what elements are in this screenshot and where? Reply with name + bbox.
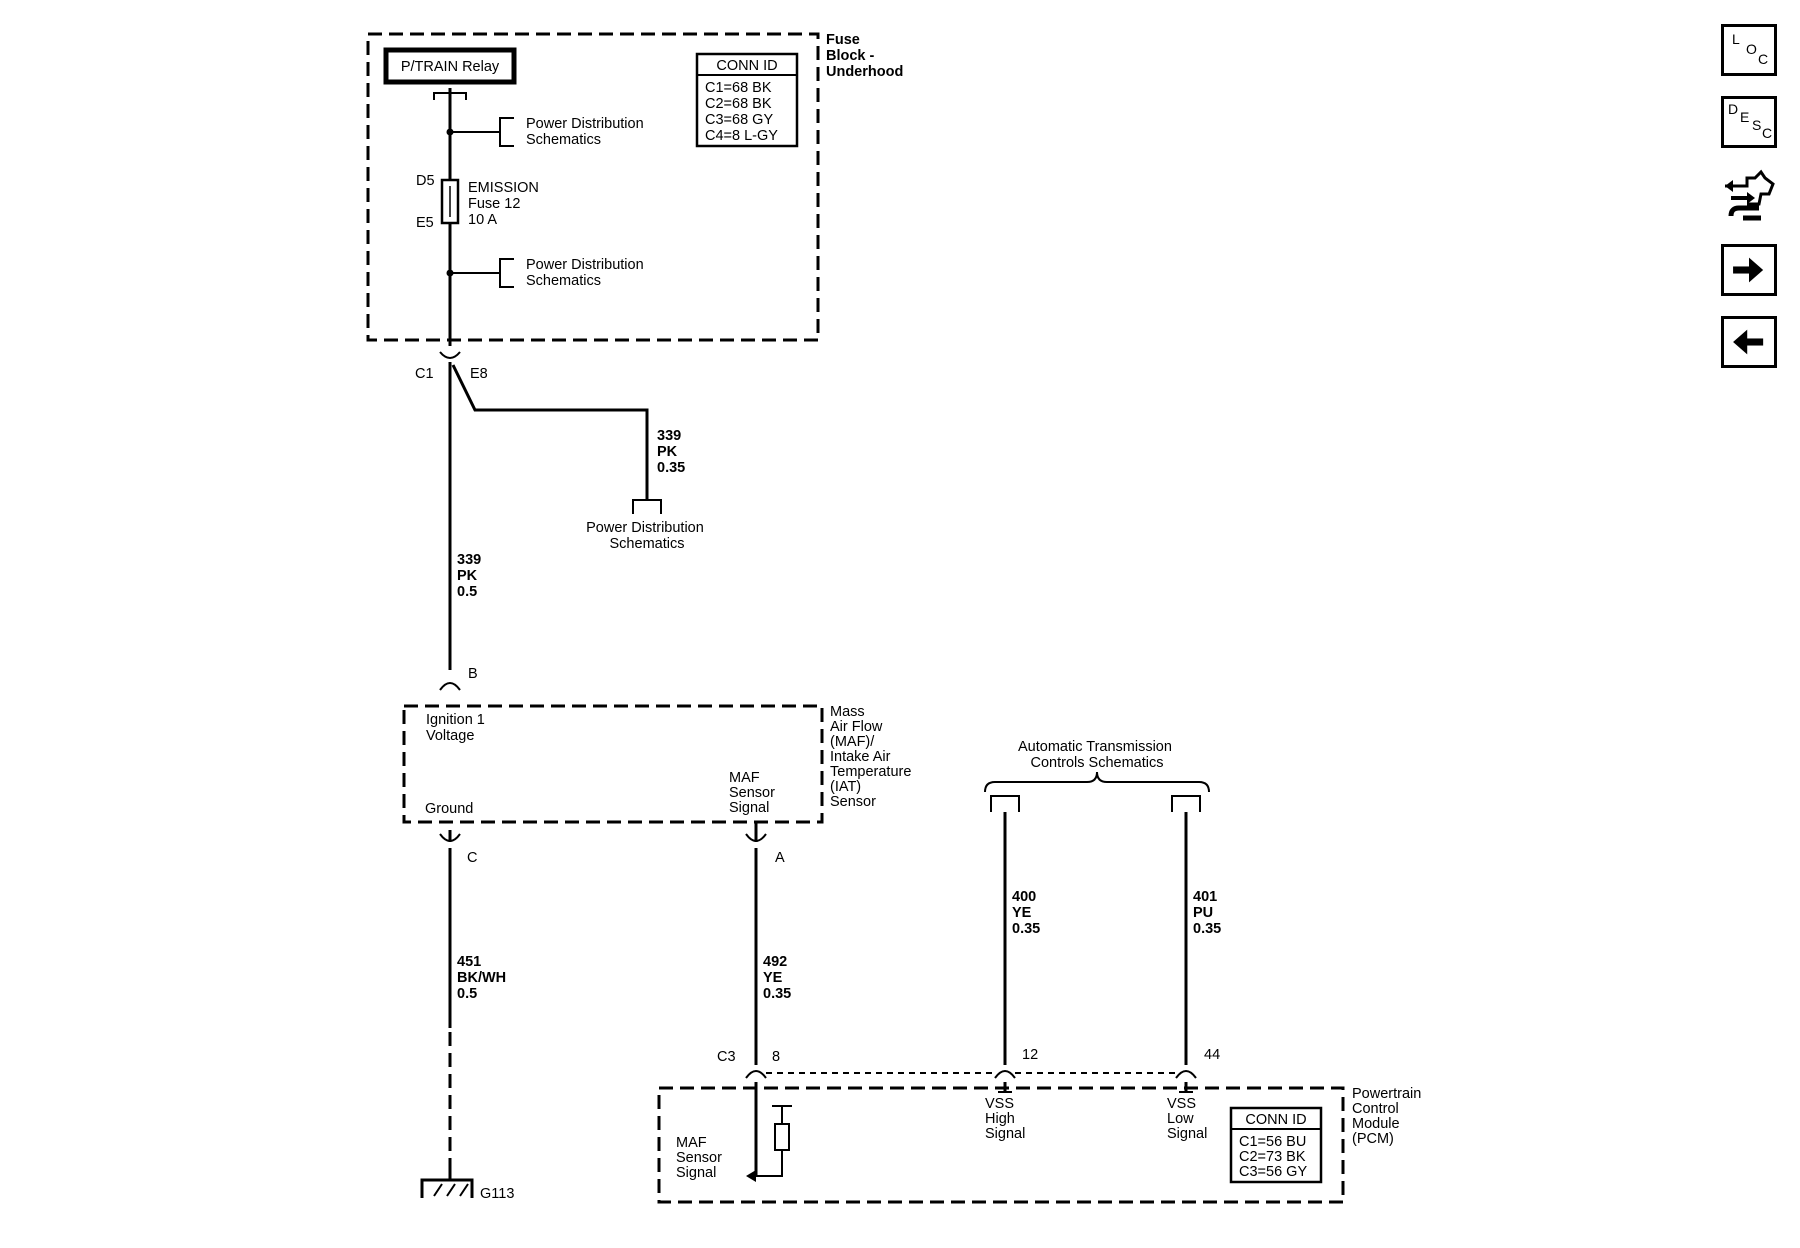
description-button[interactable]: D E S C bbox=[1721, 96, 1777, 148]
ground-wire-label: 451 BK/WH 0.5 bbox=[457, 954, 510, 1002]
connector-c1-pin: E8 bbox=[470, 366, 488, 382]
arrow-right-icon bbox=[1733, 257, 1764, 283]
connector-c1: C1 E8 bbox=[415, 351, 488, 382]
pcm-pin-44: 44 bbox=[1204, 1047, 1220, 1063]
maf-sensor-label: Mass Air Flow (MAF)/ Intake Air Temperat… bbox=[830, 704, 915, 810]
fuse-bottom-pin: E5 bbox=[416, 215, 434, 231]
pcm-connector-id: C3 bbox=[717, 1049, 736, 1065]
harness-button[interactable] bbox=[1721, 164, 1777, 228]
branch-power-distribution: Power Distribution Schematics bbox=[586, 520, 708, 552]
power-distribution-schematics-2: Power Distribution Schematics bbox=[526, 257, 648, 289]
ground-symbol bbox=[420, 1170, 474, 1198]
atc-schematics-label: Automatic Transmission Controls Schemati… bbox=[1018, 739, 1176, 771]
maf-sensor-signal-label: MAF Sensor Signal bbox=[729, 770, 779, 816]
fuse-name: EMISSION bbox=[468, 180, 539, 196]
pcm-module: Powertrain Control Module (PCM) MAF Sens… bbox=[657, 1082, 1425, 1204]
fuse-top-pin: D5 bbox=[416, 173, 435, 189]
previous-button[interactable] bbox=[1721, 316, 1777, 368]
pcm-vss-low-label: VSS Low Signal bbox=[1167, 1096, 1207, 1142]
pcm-label: Powertrain Control Module (PCM) bbox=[1352, 1086, 1425, 1147]
vss-low-wire-label: 401 PU 0.35 bbox=[1193, 889, 1221, 937]
ground-id: G113 bbox=[480, 1186, 514, 1202]
conn-id-row: C2=68 BK bbox=[705, 96, 772, 112]
conn-id-row: C4=8 L-GY bbox=[705, 128, 778, 144]
fuse-block-conn-id: CONN ID C1=68 BK C2=68 BK C3=68 GY C4=8 … bbox=[695, 52, 799, 148]
conn-id-row: C3=68 GY bbox=[705, 112, 773, 128]
location-icon: L O C bbox=[1732, 31, 1769, 67]
fuse-number: Fuse 12 bbox=[468, 196, 520, 212]
ptrain-relay: P/TRAIN Relay bbox=[383, 47, 517, 85]
ignition-voltage-label: Ignition 1 Voltage bbox=[426, 712, 489, 744]
pcm-vss-high-label: VSS High Signal bbox=[985, 1096, 1025, 1142]
branch-wire-label: 339 PK 0.35 bbox=[657, 428, 685, 476]
pcm-conn-id-row: C2=73 BK bbox=[1239, 1149, 1306, 1165]
fuse-block: Fuse Block - Underhood P/TRAIN Relay CON… bbox=[366, 32, 903, 346]
emission-fuse: D5 E5 EMISSION Fuse 12 10 A bbox=[416, 173, 539, 231]
pcm-connector-c3: C3 8 12 44 bbox=[717, 1047, 1220, 1079]
arrow-left-icon bbox=[1733, 329, 1764, 355]
pcm-conn-id-row: C1=56 BU bbox=[1239, 1134, 1306, 1150]
fuse-rating: 10 A bbox=[468, 212, 497, 228]
fuse-block-label: Fuse Block - Underhood bbox=[826, 32, 903, 80]
power-distribution-schematics-1: Power Distribution Schematics bbox=[526, 116, 648, 148]
vss-high-wire-label: 400 YE 0.35 bbox=[1012, 889, 1040, 937]
location-button[interactable]: L O C bbox=[1721, 24, 1777, 76]
pcm-conn-id: CONN ID C1=56 BU C2=73 BK C3=56 GY bbox=[1229, 1106, 1323, 1184]
description-icon: D E S C bbox=[1728, 101, 1773, 141]
maf-pin-a: A bbox=[775, 850, 785, 866]
pcm-pin-8: 8 bbox=[772, 1049, 780, 1065]
ptrain-relay-label: P/TRAIN Relay bbox=[401, 59, 500, 75]
next-button[interactable] bbox=[1721, 244, 1777, 296]
harness-icon bbox=[1725, 169, 1775, 221]
main-wire-label: 339 PK 0.5 bbox=[457, 552, 485, 600]
conn-id-row: C1=68 BK bbox=[705, 80, 772, 96]
pcm-conn-id-row: C3=56 GY bbox=[1239, 1164, 1307, 1180]
pcm-conn-id-title: CONN ID bbox=[1245, 1112, 1306, 1128]
maf-pin-b: B bbox=[468, 666, 478, 682]
connector-c1-id: C1 bbox=[415, 366, 434, 382]
maf-iat-sensor: Mass Air Flow (MAF)/ Intake Air Temperat… bbox=[402, 704, 915, 824]
maf-pin-c: C bbox=[467, 850, 477, 866]
signal-wire-label: 492 YE 0.35 bbox=[763, 954, 791, 1002]
pcm-pin-12: 12 bbox=[1022, 1047, 1038, 1063]
conn-id-title: CONN ID bbox=[716, 58, 777, 74]
ground-label: Ground bbox=[425, 801, 473, 817]
pcm-maf-signal-label: MAF Sensor Signal bbox=[676, 1135, 726, 1181]
